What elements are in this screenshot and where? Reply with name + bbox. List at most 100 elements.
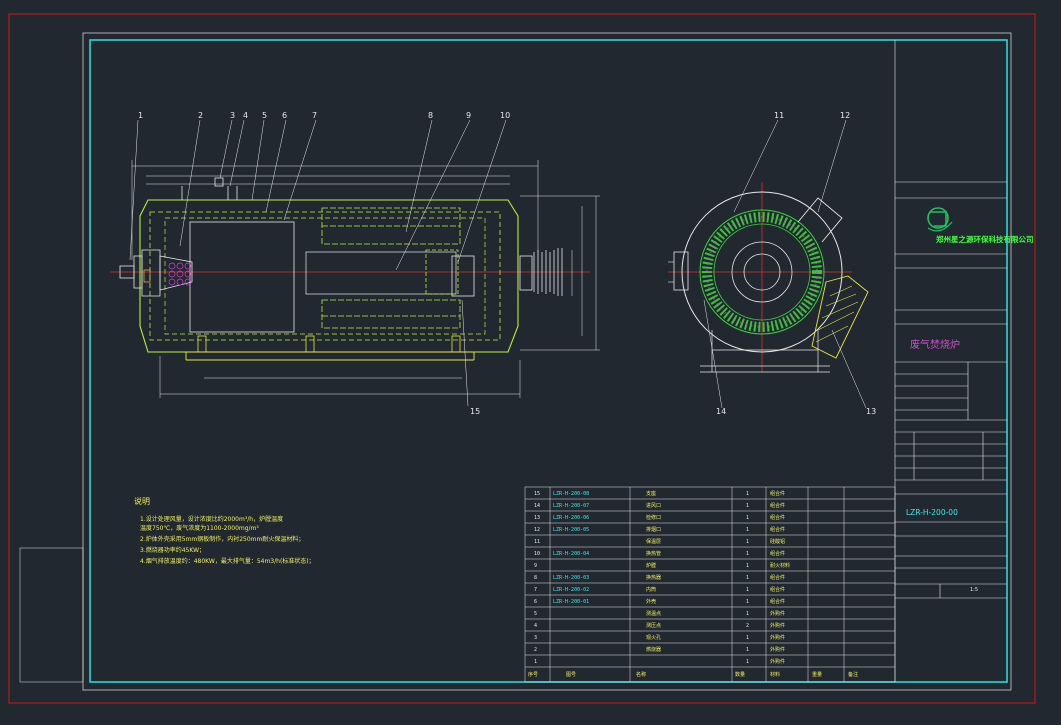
end-view — [668, 119, 869, 409]
bom-cell-no: 3 — [534, 635, 538, 641]
bom-cell-code: LZR-H-200-07 — [553, 503, 590, 509]
leader-12: 12 — [840, 111, 851, 120]
bom-cell-mat: 组合件 — [770, 491, 786, 497]
bom-cell-qty: 1 — [746, 527, 750, 533]
bom-cell-no: 7 — [534, 587, 538, 593]
bom-cell-mat: 硅酸铝 — [770, 539, 786, 545]
bom-cell-name: 支座 — [646, 491, 657, 497]
bom-cell-name: 观火孔 — [646, 635, 662, 641]
drawing-number: LZR-H-200-00 — [906, 508, 958, 517]
bom-cell-mat: 组合件 — [770, 551, 786, 557]
bom-cell-name: 测温点 — [646, 611, 662, 617]
bom-cell-mat: 外购件 — [770, 611, 786, 617]
bom-cell-name: 燃烧器 — [646, 647, 662, 653]
bom-cell-mat: 组合件 — [770, 599, 786, 605]
notes-line-2: 温度750℃，废气浓度为1100-2000mg/m³ — [140, 525, 259, 532]
bom-cell-mat: 外购件 — [770, 659, 786, 665]
bom-header-qty: 数量 — [735, 672, 746, 678]
bom-cell-no: 5 — [534, 611, 538, 617]
bom-cell-name: 测压点 — [646, 623, 662, 629]
left-info-box — [19, 547, 84, 683]
notes-line-3: 2.炉体外壳采用5mm钢板制作，内衬250mm耐火保温材料； — [140, 536, 305, 543]
bom-cell-no: 13 — [534, 515, 541, 521]
bom-cell-qty: 1 — [746, 587, 750, 593]
side-view — [110, 119, 600, 407]
notes-line-5: 4.烟气排放温度约：480KW，最大排气量：54m3/h(标准状态)； — [140, 558, 315, 565]
bom-cell-mat: 外购件 — [770, 647, 786, 653]
bom-table-grid — [524, 486, 896, 683]
bom-cell-name: 换热管 — [646, 551, 662, 557]
bom-header-remark: 备注 — [848, 672, 859, 678]
leader-7: 7 — [312, 111, 318, 120]
bom-cell-code: LZR-H-200-02 — [553, 587, 590, 593]
bom-cell-qty: 1 — [746, 611, 750, 617]
bom-cell-code: LZR-H-200-03 — [553, 575, 590, 581]
inner-cyan-frame — [89, 39, 1008, 683]
bom-cell-qty: 1 — [746, 659, 750, 665]
bom-cell-mat: 组合件 — [770, 527, 786, 533]
leader-6: 6 — [282, 111, 288, 120]
bom-cell-qty: 1 — [746, 575, 750, 581]
bom-cell-qty: 1 — [746, 503, 750, 509]
bom-cell-name: 炉膛 — [646, 563, 657, 569]
bom-cell-name: 进风口 — [646, 503, 662, 509]
scale-value: 1:5 — [970, 587, 979, 593]
leader-9: 9 — [466, 111, 472, 120]
bom-cell-mat: 组合件 — [770, 575, 786, 581]
bom-cell-qty: 1 — [746, 551, 750, 557]
product-title: 废气焚烧炉 — [910, 340, 960, 351]
bom-cell-code: LZR-H-200-08 — [553, 491, 590, 497]
leader-3: 3 — [230, 111, 236, 120]
bom-cell-name: 检修口 — [646, 515, 662, 521]
sheet-border — [82, 32, 1012, 691]
bom-cell-no: 8 — [534, 575, 538, 581]
bom-cell-qty: 1 — [746, 539, 750, 545]
bom-cell-qty: 2 — [746, 623, 750, 629]
bom-cell-mat: 组合件 — [770, 515, 786, 521]
bom-cell-no: 2 — [534, 647, 538, 653]
bom-header-code: 图号 — [566, 672, 577, 678]
leader-4: 4 — [243, 111, 249, 120]
leader-15: 15 — [470, 407, 481, 416]
bom-cell-no: 14 — [534, 503, 541, 509]
bom-cell-name: 外壳 — [646, 599, 657, 605]
bom-cell-mat: 外购件 — [770, 635, 786, 641]
leader-10: 10 — [500, 111, 511, 120]
bom-cell-no: 1 — [534, 659, 538, 665]
bom-cell-qty: 1 — [746, 491, 750, 497]
bom-cell-no: 9 — [534, 563, 538, 569]
title-block — [894, 40, 1007, 682]
leader-5: 5 — [262, 111, 268, 120]
leader-13: 13 — [866, 407, 877, 416]
company-name: 郑州星之源环保科技有限公司 — [936, 235, 1034, 244]
leader-11: 11 — [774, 111, 785, 120]
bom-cell-name: 内筒 — [646, 587, 657, 593]
bom-cell-no: 15 — [534, 491, 541, 497]
bom-header-no: 序号 — [528, 672, 539, 678]
bom-cell-no: 4 — [534, 623, 538, 629]
notes-heading: 说明 — [134, 497, 150, 506]
outer-red-frame — [8, 13, 1036, 704]
bom-cell-no: 11 — [534, 539, 541, 545]
leader-14: 14 — [716, 407, 727, 416]
bom-cell-qty: 1 — [746, 563, 750, 569]
bom-cell-code: LZR-H-200-01 — [553, 599, 590, 605]
bom-cell-mat: 组合件 — [770, 503, 786, 509]
notes-line-1: 1.设计处理风量，设计浓度比约2000m³/h，炉膛温度 — [140, 516, 284, 523]
bom-cell-qty: 1 — [746, 647, 750, 653]
notes-line-4: 3.燃烧器功率约45KW； — [140, 547, 206, 554]
bom-cell-qty: 1 — [746, 515, 750, 521]
bom-cell-qty: 1 — [746, 599, 750, 605]
leader-1: 1 — [138, 111, 144, 120]
bom-cell-mat: 组合件 — [770, 587, 786, 593]
bom-cell-name: 换热器 — [646, 575, 662, 581]
bom-cell-name: 排烟口 — [646, 527, 662, 533]
bom-cell-no: 6 — [534, 599, 538, 605]
bom-header-mat: 材料 — [770, 672, 781, 678]
bom-cell-mat: 外购件 — [770, 623, 786, 629]
bom-cell-name: 保温层 — [646, 539, 662, 545]
bom-cell-mat: 耐火材料 — [770, 563, 791, 569]
bom-cell-code: LZR-H-200-05 — [553, 527, 590, 533]
bom-cell-code: LZR-H-200-04 — [553, 551, 590, 557]
